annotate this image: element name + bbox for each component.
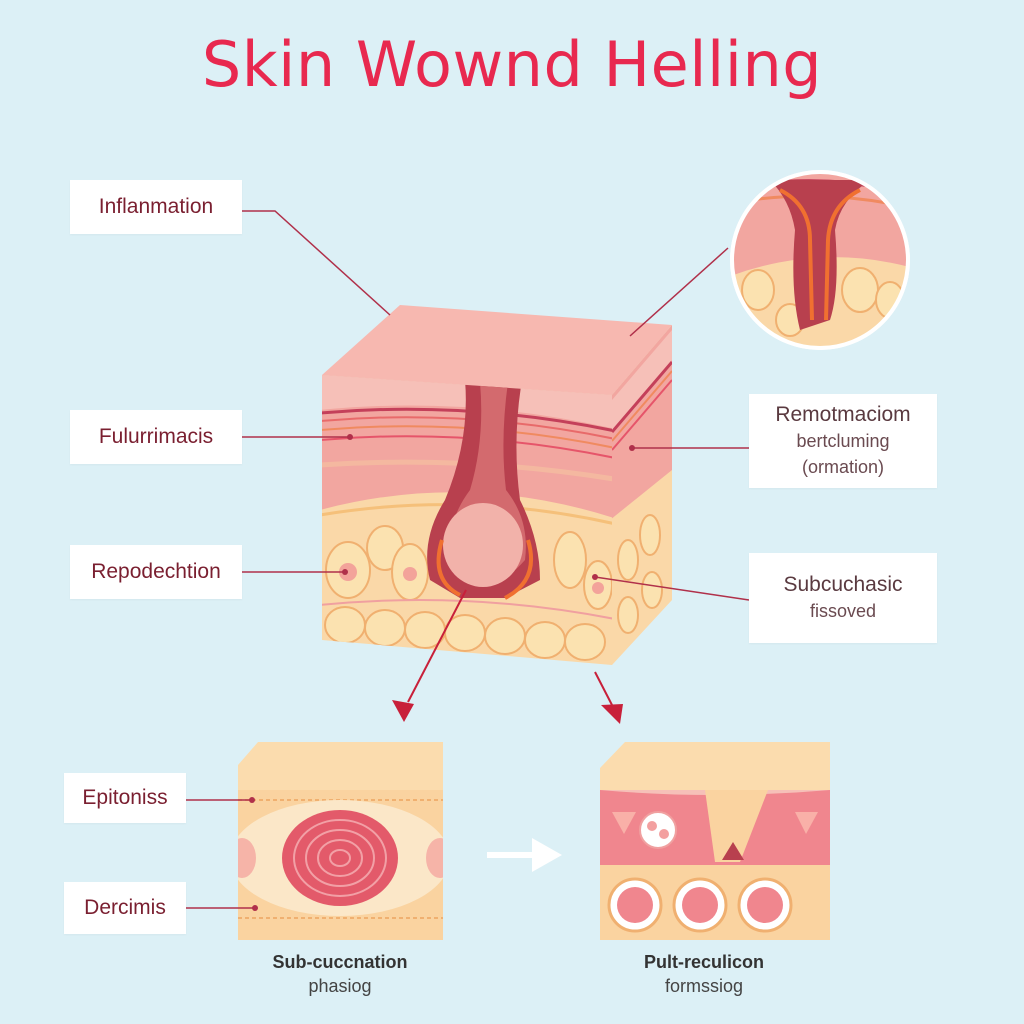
label-inflammation: Inflanmation (70, 180, 242, 234)
caption-right: Pult-reculicon formssiog (604, 950, 804, 998)
caption-left-line1: Sub-cuccnation (272, 952, 408, 972)
label-remotmaciom: Remotmaciom bertcluming (ormation) (749, 394, 937, 488)
arrow-between-blocks (487, 838, 562, 872)
skin-surface (322, 305, 672, 395)
bottom-left-block (238, 742, 443, 940)
wound-bulb (443, 503, 523, 587)
leader-subcuchasic (594, 576, 750, 601)
arrow-to-left-block (392, 589, 467, 722)
label-remotmaciom-line2: bertcluming (796, 431, 890, 451)
bottom-right-block (600, 742, 830, 940)
arrow-to-right-block (594, 671, 623, 724)
label-subcuchasic-line2: fissoved (809, 601, 877, 621)
leader-zoom-circle (629, 247, 729, 337)
label-remotmaciom-line1: Remotmaciom (775, 403, 911, 426)
page-title: Skin Wownd Helling (201, 28, 823, 101)
main-skin-block (322, 305, 672, 665)
label-fulurrimacis: Fulurrimacis (70, 410, 242, 464)
label-repodechtion: Repodechtion (70, 545, 242, 599)
caption-left-line2: phasiog (308, 976, 372, 996)
caption-right-line2: formssiog (664, 976, 744, 996)
leader-inflammation (242, 210, 391, 316)
label-remotmaciom-line3: (ormation) (801, 457, 885, 477)
label-dercimis: Dercimis (64, 882, 186, 934)
label-subcuchasic-line1: Subcuchasic (783, 573, 903, 596)
caption-left: Sub-cuccnation phasiog (240, 950, 440, 998)
leader-lines (186, 210, 750, 909)
zoom-circle (730, 170, 910, 350)
label-subcuchasic: Subcuchasic fissoved (749, 553, 937, 643)
label-epitoniss: Epitoniss (64, 773, 186, 823)
caption-right-line1: Pult-reculicon (643, 952, 764, 972)
